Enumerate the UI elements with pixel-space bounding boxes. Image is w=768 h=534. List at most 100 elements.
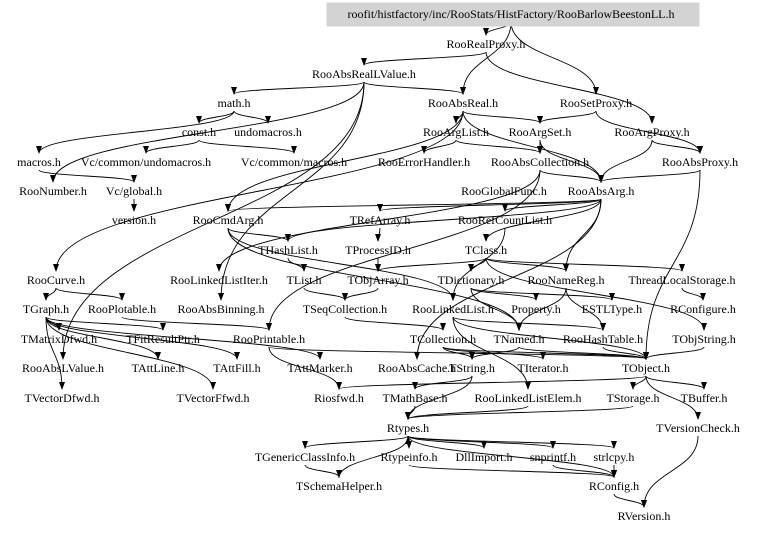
node-tgraph[interactable]: TGraph.h <box>23 302 69 316</box>
node-roo-linked-list-elem[interactable]: RooLinkedListElem.h <box>475 391 582 405</box>
edge-roo-abs-arg-to-roo-ref-count-list <box>502 198 602 212</box>
node-tref-array[interactable]: TRefArray.h <box>350 213 411 227</box>
node-roo-name-reg[interactable]: RooNameReg.h <box>528 273 605 287</box>
node-label: RooLinkedListElem.h <box>475 391 582 405</box>
node-roo-plotable[interactable]: RooPlotable.h <box>88 302 156 316</box>
edge-roo-real-proxy-to-roo-abs-real-lvalue <box>361 51 487 66</box>
node-snprintf[interactable]: snprintf.h <box>530 450 576 464</box>
node-tatt-line[interactable]: TAttLine.h <box>132 361 185 375</box>
node-roo-arg-proxy[interactable]: RooArgProxy.h <box>614 125 689 139</box>
node-roo-linked-list[interactable]: RooLinkedList.h <box>412 302 494 316</box>
node-titerator[interactable]: TIterator.h <box>518 361 569 375</box>
root-node[interactable]: roofit/histfactory/inc/RooStats/HistFact… <box>326 2 700 27</box>
edge-tgraph-to-tatt-fill <box>45 316 240 360</box>
node-label: TStorage.h <box>607 391 660 405</box>
edge-roo-cmd-arg-to-roo-linked-list <box>227 227 456 301</box>
node-macros[interactable]: macros.h <box>17 155 61 169</box>
node-rversion[interactable]: RVersion.h <box>618 509 671 523</box>
node-roo-abs-binning[interactable]: RooAbsBinning.h <box>177 302 264 316</box>
node-label: RooNumber.h <box>19 184 87 198</box>
edge-roo-abs-proxy-to-tobject <box>643 169 701 360</box>
edge-tclass-to-tdictionary <box>468 257 487 272</box>
node-tbuffer[interactable]: TBuffer.h <box>681 391 728 405</box>
node-tlist[interactable]: TList.h <box>287 273 322 287</box>
node-roo-hash-table[interactable]: RooHashTable.h <box>563 332 643 346</box>
node-undomacros[interactable]: undomacros.h <box>234 125 302 139</box>
node-tclass[interactable]: TClass.h <box>465 243 507 257</box>
node-tfit-result-ptr[interactable]: TFitResultPtr.h <box>126 332 200 346</box>
edge-tnamed-to-tobject <box>518 346 649 360</box>
node-strlcpy[interactable]: strlcpy.h <box>594 450 635 464</box>
node-roo-abs-cache[interactable]: RooAbsCache.h <box>378 361 456 375</box>
node-tstorage[interactable]: TStorage.h <box>607 391 660 405</box>
node-dll-import[interactable]: DllImport.h <box>456 450 513 464</box>
node-vc-global[interactable]: Vc/global.h <box>106 184 162 198</box>
node-roo-abs-lvalue[interactable]: RooAbsLValue.h <box>22 361 104 375</box>
edge-rtypes-to-strlcpy <box>407 435 617 449</box>
node-roo-arg-list[interactable]: RooArgList.h <box>423 125 489 139</box>
node-tobject[interactable]: TObject.h <box>622 361 670 375</box>
node-tdictionary[interactable]: TDictionary.h <box>438 273 505 287</box>
node-roo-number[interactable]: RooNumber.h <box>19 184 87 198</box>
node-math[interactable]: math.h <box>218 96 251 110</box>
node-label: TGenericClassInfo.h <box>255 450 355 464</box>
node-vc-macros[interactable]: Vc/common/macros.h <box>241 155 347 169</box>
node-version[interactable]: version.h <box>112 213 156 227</box>
node-roo-error-handler[interactable]: RooErrorHandler.h <box>378 155 470 169</box>
node-roo-set-proxy[interactable]: RooSetProxy.h <box>560 96 632 110</box>
node-rtypes[interactable]: Rtypes.h <box>387 421 429 435</box>
edge-roo-abs-real-to-roo-abs-arg <box>462 110 604 183</box>
edge-roo-name-reg-to-tnamed <box>516 287 567 331</box>
node-roo-abs-collection[interactable]: RooAbsCollection.h <box>491 155 589 169</box>
node-tvector-ffwd[interactable]: TVectorFfwd.h <box>177 391 250 405</box>
node-roo-curve[interactable]: RooCurve.h <box>27 273 85 287</box>
node-roo-abs-arg[interactable]: RooAbsArg.h <box>568 184 635 198</box>
node-tatt-marker[interactable]: TAttMarker.h <box>287 361 352 375</box>
node-estltype[interactable]: ESTLType.h <box>582 302 642 316</box>
node-roo-abs-real[interactable]: RooAbsReal.h <box>428 96 498 110</box>
node-roo-printable[interactable]: RooPrintable.h <box>233 332 305 346</box>
edge-tclass-to-tobj-string <box>485 257 707 331</box>
node-vc-undomacros[interactable]: Vc/common/undomacros.h <box>81 155 211 169</box>
node-property[interactable]: Property.h <box>511 302 561 316</box>
node-tseq-collection[interactable]: TSeqCollection.h <box>303 302 387 316</box>
edge-roo-arg-list-to-roo-abs-collection <box>455 139 543 154</box>
node-roo-arg-set[interactable]: RooArgSet.h <box>509 125 572 139</box>
node-rconfig[interactable]: RConfig.h <box>589 479 639 493</box>
node-tgeneric-class-info[interactable]: TGenericClassInfo.h <box>255 450 355 464</box>
node-tvector-dfwd[interactable]: TVectorDfwd.h <box>25 391 100 405</box>
node-tschema-helper[interactable]: TSchemaHelper.h <box>296 479 382 493</box>
node-roo-global-func[interactable]: RooGlobalFunc.h <box>461 184 547 198</box>
edge-tdictionary-to-property <box>470 287 539 301</box>
node-const[interactable]: const.h <box>182 125 216 139</box>
edge-roo-abs-arg-to-tclass <box>483 198 602 242</box>
node-roo-abs-real-lvalue[interactable]: RooAbsRealLValue.h <box>312 67 416 81</box>
node-roo-ref-count-list[interactable]: RooRefCountList.h <box>458 213 552 227</box>
node-thash-list[interactable]: THashList.h <box>258 243 318 257</box>
node-roo-cmd-arg[interactable]: RooCmdArg.h <box>193 213 264 227</box>
node-roo-abs-proxy[interactable]: RooAbsProxy.h <box>662 155 738 169</box>
node-label: DllImport.h <box>456 450 513 464</box>
node-roo-linked-list-iter[interactable]: RooLinkedListIter.h <box>170 273 268 287</box>
node-roo-real-proxy[interactable]: RooRealProxy.h <box>447 37 526 51</box>
node-label: snprintf.h <box>530 450 576 464</box>
node-tversion-check[interactable]: TVersionCheck.h <box>656 421 740 435</box>
edge-thread-local-storage-to-rconfigure <box>681 287 706 301</box>
node-tmath-base[interactable]: TMathBase.h <box>383 391 448 405</box>
node-tcollection[interactable]: TCollection.h <box>410 332 476 346</box>
node-tnamed[interactable]: TNamed.h <box>494 332 545 346</box>
edge-tobj-string-to-tobject <box>643 346 705 360</box>
node-tobj-string[interactable]: TObjString.h <box>672 332 735 346</box>
node-tprocess-id[interactable]: TProcessID.h <box>345 243 411 257</box>
node-thread-local-storage[interactable]: ThreadLocalStorage.h <box>629 273 736 287</box>
node-tstring[interactable]: TString.h <box>449 361 495 375</box>
node-label: Rtypes.h <box>387 421 429 435</box>
node-rconfigure[interactable]: RConfigure.h <box>670 302 736 316</box>
node-rtypeinfo[interactable]: Rtypeinfo.h <box>381 450 438 464</box>
edge-roo-abs-arg-to-thash-list <box>285 198 602 242</box>
node-tmatrix-dfwd[interactable]: TMatrixDfwd.h <box>21 332 97 346</box>
edge-roo-printable-to-tobject <box>268 346 649 360</box>
node-riosfwd[interactable]: Riosfwd.h <box>314 391 364 405</box>
node-tatt-fill[interactable]: TAttFill.h <box>213 361 260 375</box>
node-tobj-array[interactable]: TObjArray.h <box>347 273 408 287</box>
